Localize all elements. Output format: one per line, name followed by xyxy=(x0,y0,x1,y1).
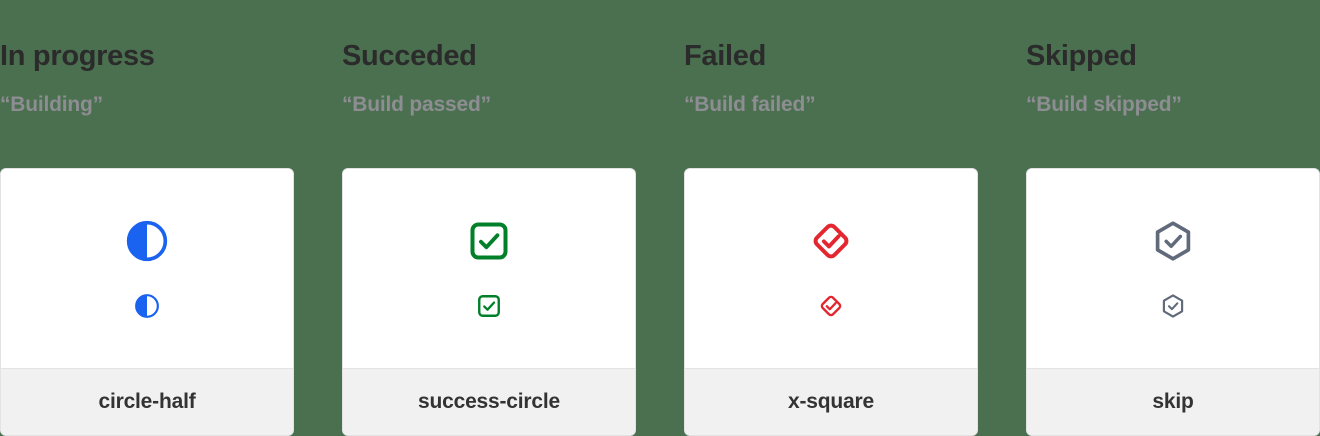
column-subheading: “Build skipped” xyxy=(1026,93,1182,116)
icon-card-body xyxy=(1027,169,1319,369)
column-heading: In progress xyxy=(0,40,155,72)
column-heading: Failed xyxy=(684,40,766,72)
icon-card-success-circle[interactable]: success-circle xyxy=(342,168,636,436)
status-column-succeded: Succeded “Build passed” su xyxy=(342,0,636,436)
icon-card-footer: success-circle xyxy=(343,368,635,435)
icon-name-label: success-circle xyxy=(418,390,560,413)
skip-icon xyxy=(1151,219,1195,263)
icon-card-footer: circle-half xyxy=(1,368,293,435)
success-circle-icon xyxy=(476,293,502,319)
icon-card-x-square[interactable]: x-square xyxy=(684,168,978,436)
circle-half-icon xyxy=(134,293,160,319)
icon-name-label: x-square xyxy=(788,390,874,413)
column-subheading: “Build failed” xyxy=(684,93,816,116)
column-heading: Skipped xyxy=(1026,40,1137,72)
icon-name-label: circle-half xyxy=(98,390,196,413)
icon-card-body xyxy=(685,169,977,369)
success-circle-icon xyxy=(467,219,511,263)
x-square-icon xyxy=(818,293,844,319)
icon-card-skip[interactable]: skip xyxy=(1026,168,1320,436)
status-column-failed: Failed “Build failed” xyxy=(684,0,978,436)
icon-card-body xyxy=(1,169,293,369)
icon-card-footer: x-square xyxy=(685,368,977,435)
icon-card-footer: skip xyxy=(1027,368,1319,435)
skip-icon xyxy=(1160,293,1186,319)
x-square-icon xyxy=(809,219,853,263)
icon-name-label: skip xyxy=(1152,390,1194,413)
column-subheading: “Building” xyxy=(0,93,103,116)
column-heading: Succeded xyxy=(342,40,477,72)
icon-card-body xyxy=(343,169,635,369)
column-subheading: “Build passed” xyxy=(342,93,491,116)
status-column-in-progress: In progress “Building” cir xyxy=(0,0,294,436)
circle-half-icon xyxy=(125,219,169,263)
icon-card-circle-half[interactable]: circle-half xyxy=(0,168,294,436)
status-column-skipped: Skipped “Build skipped” sk xyxy=(1026,0,1320,436)
